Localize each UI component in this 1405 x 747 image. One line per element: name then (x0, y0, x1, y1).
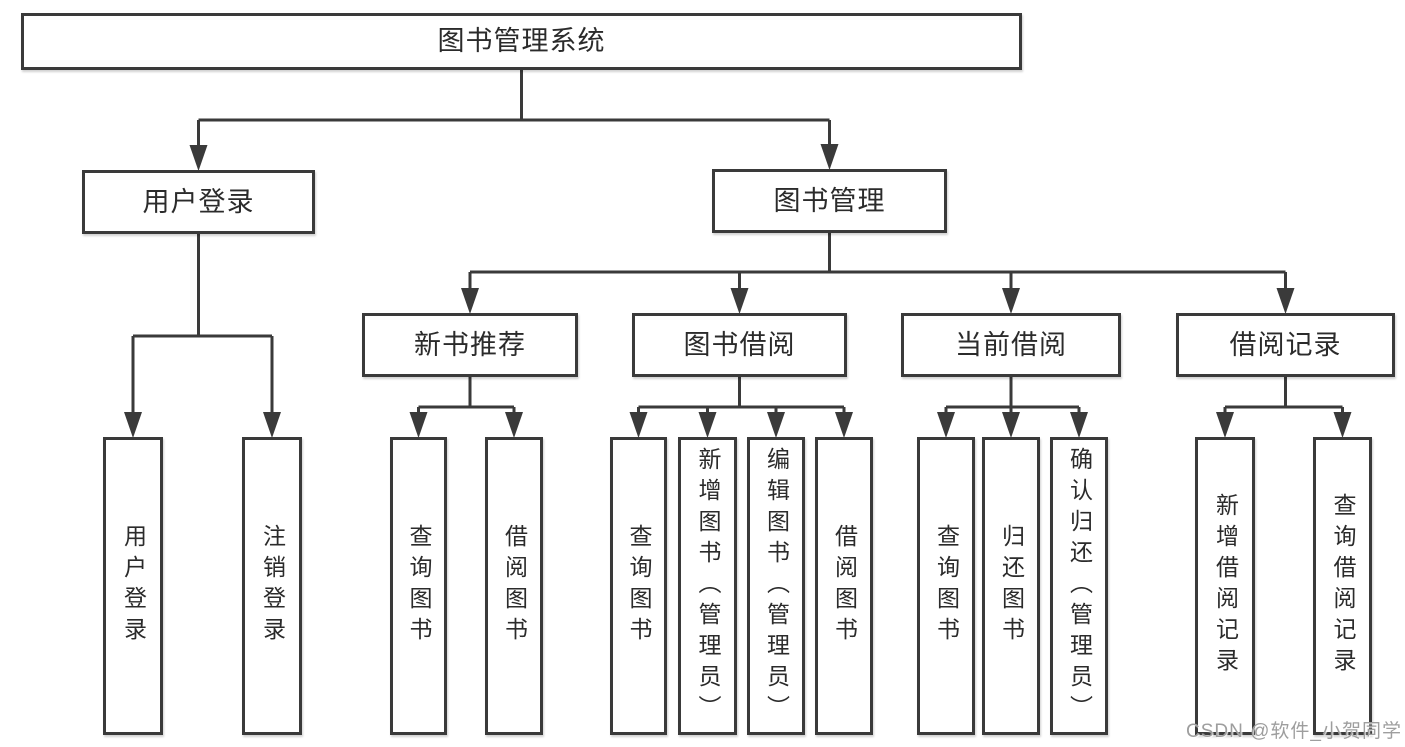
node-leaf-bor-edit-label: 编辑图书（管理员） (763, 446, 790, 726)
arrowhead-icon (937, 412, 955, 438)
arrowhead-icon (505, 412, 523, 438)
node-borrow-records: 借阅记录 (1176, 313, 1395, 377)
node-leaf-rec-query-label: 查询图书 (406, 524, 432, 648)
node-leaf-user-login: 用户登录 (103, 437, 163, 735)
node-leaf-cur-return: 归还图书 (982, 437, 1040, 735)
node-leaf-rec-query: 查询图书 (390, 437, 447, 735)
arrowhead-icon (698, 412, 717, 438)
arrowhead-icon (730, 288, 749, 314)
node-leaf-cur-query-label: 查询图书 (933, 524, 960, 648)
node-leaf-log-query-label: 查询借阅记录 (1330, 493, 1356, 679)
node-leaf-bor-add-label: 新增图书（管理员） (695, 446, 721, 726)
node-leaf-cur-confirm-label: 确认归还（管理员） (1066, 446, 1093, 726)
node-leaf-bor-add: 新增图书（管理员） (678, 437, 737, 735)
node-leaf-user-login-label: 用户登录 (120, 524, 147, 648)
arrowhead-icon (124, 412, 142, 438)
arrowhead-icon (409, 412, 428, 438)
node-book-mgmt-label: 图书管理 (773, 185, 886, 216)
arrowhead-icon (767, 412, 785, 438)
node-new-book-rec-label: 新书推荐 (414, 329, 526, 360)
arrowhead-icon (1216, 412, 1234, 438)
node-current-borrow: 当前借阅 (901, 313, 1121, 377)
node-leaf-bor-query-label: 查询图书 (626, 524, 652, 648)
arrowhead-icon (1070, 412, 1088, 438)
arrowhead-icon (1002, 412, 1020, 438)
node-leaf-bor-borrow: 借阅图书 (815, 437, 873, 735)
node-book-borrow-label: 图书借阅 (683, 329, 796, 360)
arrowhead-icon (1333, 412, 1352, 438)
node-leaf-log-add-label: 新增借阅记录 (1212, 493, 1239, 679)
arrowhead-icon (461, 288, 479, 314)
node-leaf-log-query: 查询借阅记录 (1313, 437, 1372, 735)
arrowhead-icon (189, 145, 208, 171)
node-leaf-log-add: 新增借阅记录 (1195, 437, 1255, 735)
node-leaf-logout: 注销登录 (242, 437, 302, 735)
node-leaf-rec-borrow: 借阅图书 (485, 437, 543, 735)
arrowhead-icon (1276, 288, 1295, 314)
watermark-text: CSDN @软件_小贺同学 (1186, 721, 1402, 742)
node-leaf-cur-confirm: 确认归还（管理员） (1050, 437, 1108, 735)
arrowhead-icon (1002, 288, 1020, 314)
node-root: 图书管理系统 (21, 13, 1022, 70)
node-leaf-rec-borrow-label: 借阅图书 (501, 524, 528, 648)
node-book-borrow: 图书借阅 (632, 313, 847, 377)
arrowhead-icon (263, 412, 281, 438)
node-user-login-label: 用户登录 (142, 186, 255, 217)
node-root-label: 图书管理系统 (437, 26, 606, 56)
node-new-book-rec: 新书推荐 (362, 313, 578, 377)
node-leaf-cur-return-label: 归还图书 (998, 524, 1025, 648)
node-borrow-records-label: 借阅记录 (1229, 329, 1342, 360)
node-current-borrow-label: 当前借阅 (955, 329, 1067, 360)
node-leaf-bor-borrow-label: 借阅图书 (831, 524, 858, 648)
node-leaf-bor-query: 查询图书 (610, 437, 667, 735)
node-leaf-bor-edit: 编辑图书（管理员） (747, 437, 805, 735)
arrowhead-icon (820, 144, 839, 170)
node-book-mgmt: 图书管理 (712, 169, 947, 233)
arrowhead-icon (835, 412, 853, 438)
node-leaf-cur-query: 查询图书 (917, 437, 975, 735)
node-user-login: 用户登录 (82, 170, 315, 234)
node-leaf-logout-label: 注销登录 (259, 524, 286, 648)
arrowhead-icon (629, 412, 648, 438)
